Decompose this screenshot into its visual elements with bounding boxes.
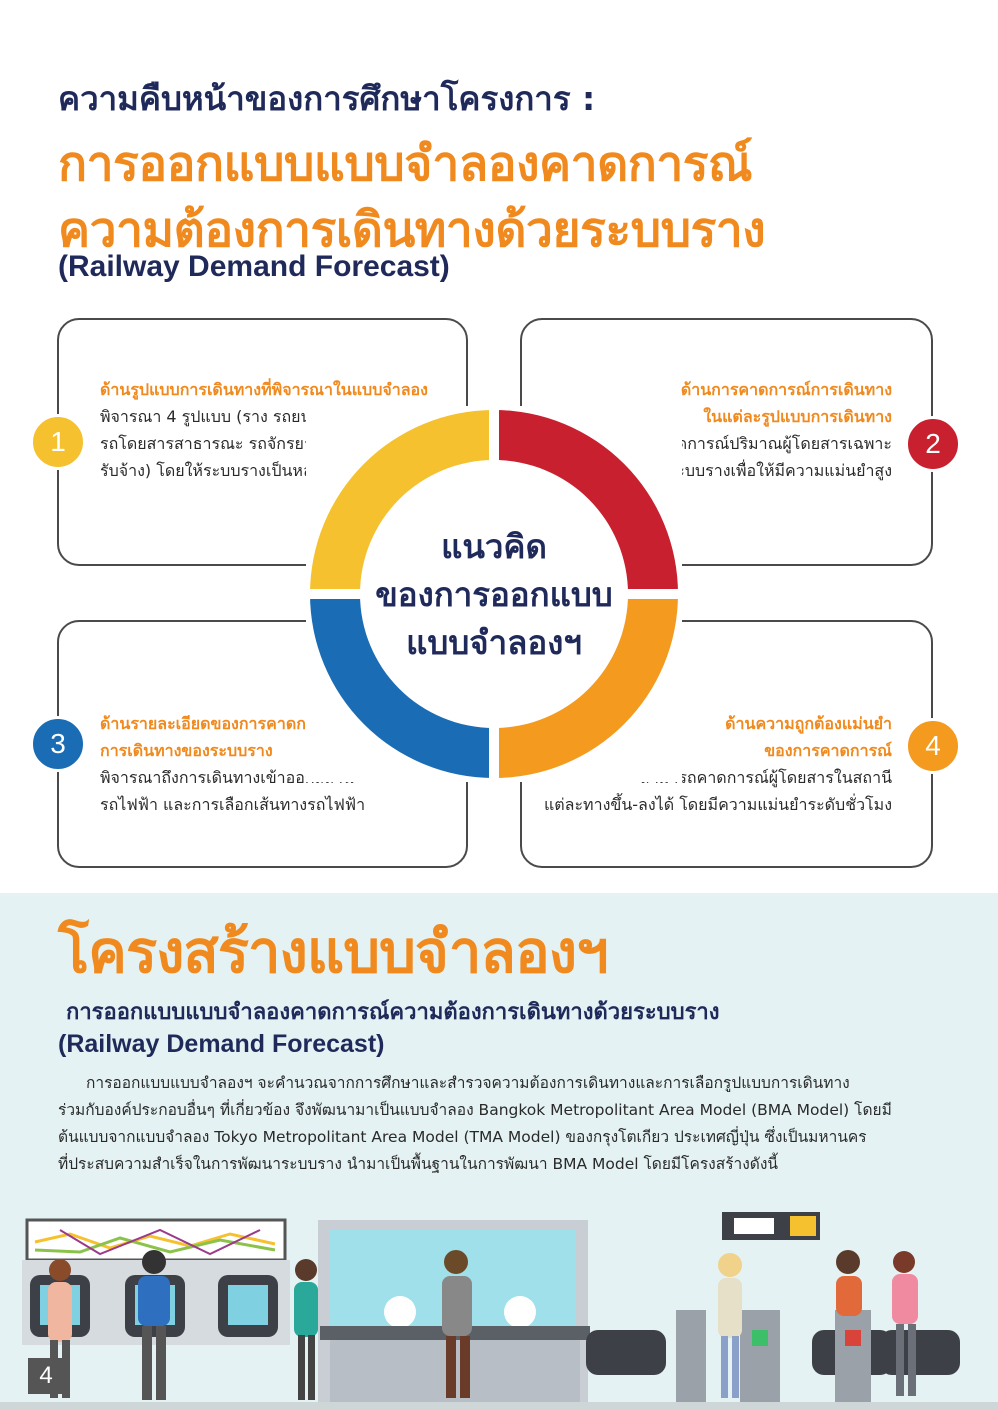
structure-subtitle-en: (Railway Demand Forecast): [58, 1030, 385, 1058]
concept-1-heading: ด้านรูปแบบการเดินทางที่พิจารณาในแบบจำลอง: [100, 380, 428, 399]
ring-segment-blue: [310, 594, 494, 778]
concept-2-body-line: เน้นคาดการณ์ปริมาณผู้โดยสารเฉพาะ: [629, 434, 892, 453]
concept-4-body-line: สามารถคาดการณ์ผู้โดยสารในสถานี: [640, 768, 892, 787]
concept-box-3-text: ด้านรายละเอียดของการคาดการณ์ การเดินทางข…: [100, 710, 365, 818]
station-illustration: [0, 1212, 998, 1410]
paragraph-line: ต้นแบบจากแบบจำลอง Tokyo Metropolitant Ar…: [58, 1128, 867, 1146]
concept-box-2-text: ด้านการคาดการณ์การเดินทาง ในแต่ละรูปแบบก…: [630, 376, 892, 484]
concept-number-3-badge: 3: [30, 716, 86, 772]
structure-title: โครงสร้างแบบจำลองฯ: [58, 918, 609, 986]
structure-paragraph: การออกแบบแบบจำลองฯ จะคำนวณจากการศึกษาและ…: [58, 1070, 938, 1178]
structure-subtitle: การออกแบบแบบจำลองคาดการณ์ความต้องการเดิน…: [66, 1000, 720, 1025]
concept-number-4-badge: 4: [905, 718, 961, 774]
ring-segment-red: [494, 410, 678, 594]
ring-segment-yellow: [310, 410, 494, 594]
concept-center-line2: ของการออกแบบ: [375, 575, 613, 614]
concept-3-body-line: รถไฟฟ้า และการเลือกเส้นทางรถไฟฟ้า: [100, 795, 366, 814]
person-figure: [294, 1259, 318, 1400]
concept-2-heading: ด้านการคาดการณ์การเดินทาง: [680, 380, 892, 399]
concept-3-heading: การเดินทางของระบบราง: [100, 741, 273, 760]
concept-4-heading: ด้านความถูกต้องแม่นยำ: [725, 714, 892, 733]
person-figure: [442, 1250, 472, 1398]
concept-number-1-badge: 1: [30, 414, 86, 470]
person-figure: [892, 1251, 918, 1396]
ring-segment-orange: [494, 594, 678, 778]
concept-1-body-line: รับจ้าง) โดยให้ระบบรางเป็นหลัก: [100, 461, 323, 480]
concept-center-line1: แนวคิด: [441, 527, 547, 566]
person-figure: [836, 1250, 862, 1316]
concept-3-body-line: พิจารณาถึงการเดินทางเข้าออกสถานี: [100, 768, 354, 787]
concept-1-body-line: รถโดยสารสาธารณะ รถจักรยานยนต์: [100, 434, 355, 453]
paragraph-line: การออกแบบแบบจำลองฯ จะคำนวณจากการศึกษาและ…: [86, 1074, 850, 1092]
page-title-line2: ความต้องการเดินทางด้วยระบบราง: [58, 202, 766, 258]
gate-sign: [722, 1212, 820, 1240]
page-subtitle: (Railway Demand Forecast): [58, 250, 450, 283]
concept-center-label: แนวคิด ของการออกแบบ แบบจำลองฯ: [344, 523, 644, 667]
concept-ring: [306, 406, 682, 782]
page-number: 4: [28, 1358, 64, 1394]
fare-gates: [586, 1310, 960, 1405]
concept-4-body-line: แต่ละทางขึ้น-ลงได้ โดยมีความแม่นยำระดับช…: [543, 795, 892, 814]
concept-4-heading: ของการคาดการณ์: [764, 741, 892, 760]
page-title-line1: การออกแบบแบบจำลองคาดการณ์: [58, 136, 753, 192]
paragraph-line: ร่วมกับองค์ประกอบอื่นๆ ที่เกี่ยวข้อง จึง…: [58, 1101, 892, 1119]
concept-2-heading: ในแต่ละรูปแบบการเดินทาง: [703, 407, 892, 426]
page-kicker: ความคืบหน้าของการศึกษาโครงการ :: [58, 79, 596, 118]
concept-3-heading: ด้านรายละเอียดของการคาดการณ์: [100, 714, 339, 733]
concept-center-line3: แบบจำลองฯ: [406, 623, 582, 662]
paragraph-line: ที่ประสบความสำเร็จในการพัฒนาระบบราง นำมา…: [58, 1155, 779, 1173]
person-figure: [138, 1250, 170, 1400]
concept-box-4-text: ด้านความถูกต้องแม่นยำ ของการคาดการณ์ สาม…: [544, 710, 892, 818]
concept-2-body-line: ระบบรางเพื่อให้มีความแม่นยำสูง: [667, 461, 892, 480]
person-figure: [718, 1253, 742, 1398]
concept-number-2-badge: 2: [905, 416, 961, 472]
